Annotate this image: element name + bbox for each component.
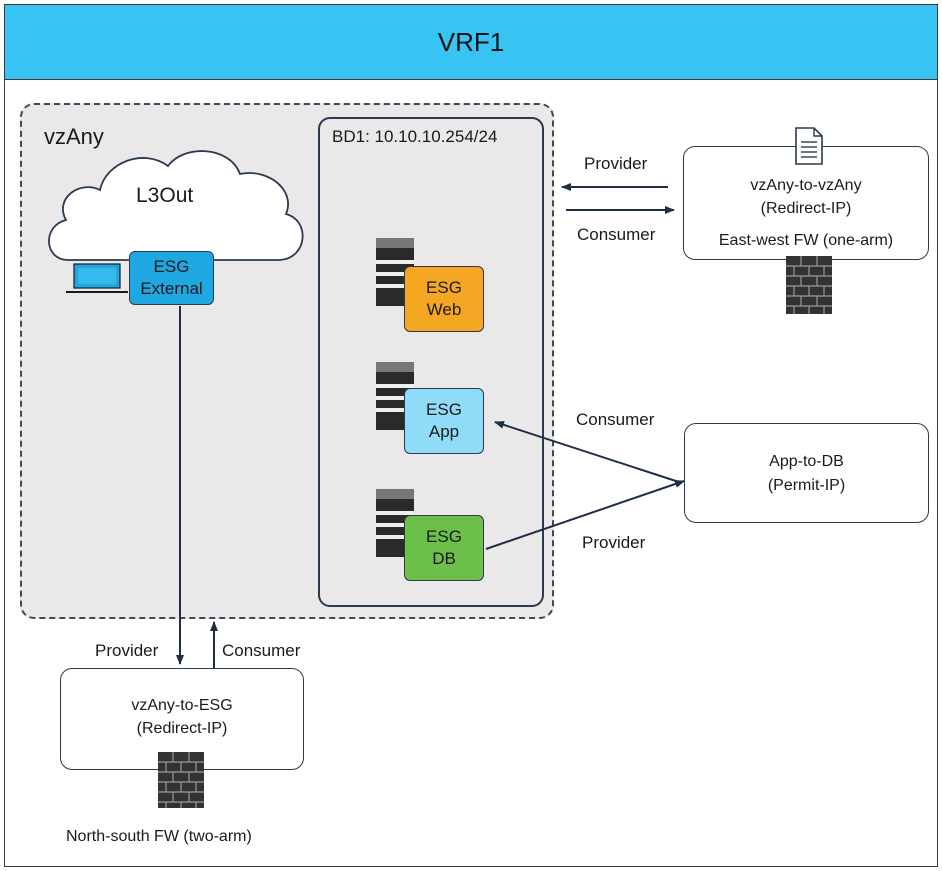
firewall-north-south-label: North-south FW (two-arm) <box>66 828 252 845</box>
cloud-icon <box>48 150 304 261</box>
l3out-label: L3Out <box>136 184 194 207</box>
esg-external-box[interactable]: ESG External <box>129 251 214 305</box>
esg-db-box[interactable]: ESG DB <box>404 515 484 581</box>
arrow-db-provider <box>485 480 685 550</box>
ew-provider-label: Provider <box>584 154 648 173</box>
contract-vzany-box[interactable] <box>683 146 929 260</box>
esg-app-box[interactable]: ESG App <box>404 388 484 454</box>
contract-app-db-name: App-to-DB <box>769 453 844 470</box>
contract-vzany-action: (Redirect-IP) <box>760 200 852 217</box>
ns-provider-label: Provider <box>95 641 159 660</box>
esg-web-box[interactable]: ESG Web <box>404 266 484 332</box>
esg-db-line2: DB <box>432 549 456 568</box>
esg-db-line1: ESG <box>426 527 462 546</box>
bd1-container <box>318 117 544 607</box>
vrf-title: VRF1 <box>437 26 505 57</box>
esg-web-line1: ESG <box>426 278 462 297</box>
arrow-app-consumer <box>494 420 683 484</box>
laptop-icon <box>66 263 128 293</box>
esg-web-line2: Web <box>426 300 462 319</box>
contract-esg-action: (Redirect-IP) <box>136 720 228 737</box>
contract-app-db-action: (Permit-IP) <box>767 477 846 494</box>
esg-app-line1: ESG <box>426 400 462 419</box>
firewall-east-west-label: East-west FW (one-arm) <box>718 232 894 249</box>
document-icon <box>795 127 823 165</box>
firewall-east-west-icon <box>786 256 832 314</box>
db-provider-label: Provider <box>582 533 646 552</box>
vzany-label: vzAny <box>44 124 104 149</box>
contract-app-db-box[interactable] <box>684 423 929 523</box>
firewall-north-south-icon <box>158 752 204 808</box>
vrf-banner: VRF1 <box>4 4 938 80</box>
esg-app-line2: App <box>428 422 460 441</box>
contract-esg-name: vzAny-to-ESG <box>131 697 233 714</box>
app-consumer-label: Consumer <box>576 410 655 429</box>
bd1-label: BD1: 10.10.10.254/24 <box>332 127 498 146</box>
ew-consumer-label: Consumer <box>577 225 656 244</box>
ns-consumer-label: Consumer <box>222 641 301 660</box>
esg-external-line1: ESG <box>153 257 190 276</box>
esg-external-line2: External <box>140 279 203 298</box>
contract-vzany-name: vzAny-to-vzAny <box>750 177 862 194</box>
